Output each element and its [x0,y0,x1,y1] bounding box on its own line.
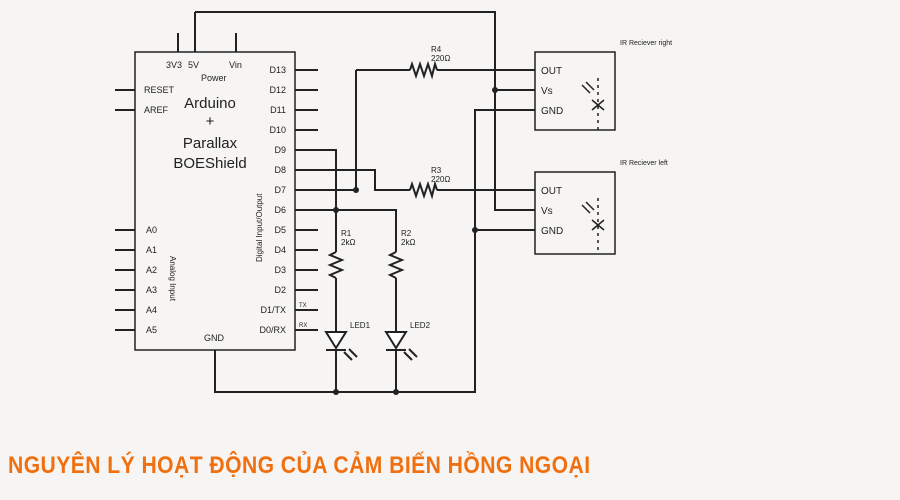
ir-left-gnd: GND [541,226,563,237]
r3-name: R3 [431,166,442,175]
pin-d1-tx: D1/TX [260,305,286,315]
led2-label: LED2 [410,321,431,330]
pin-d4: D4 [274,245,286,255]
pin-aref: AREF [144,105,169,115]
tx-label: TX [299,303,307,309]
ir-right-title: IR Reciever right [620,40,672,47]
ir-left-out: OUT [541,186,562,197]
r2-value: 2kΩ [401,238,415,247]
pin-d11: D11 [270,105,286,115]
pin-a0: A0 [146,225,157,235]
r1-value: 2kΩ [341,238,355,247]
r2-name: R2 [401,229,412,238]
ir-right-gnd: GND [541,106,563,117]
pin-d7: D7 [274,185,286,195]
pin-d12: D12 [269,85,286,95]
rx-label: RX [299,323,307,329]
wires [115,11,616,393]
ir-right-vs: Vs [541,86,553,97]
junction-dots [333,87,498,395]
arduino-title-2: + [206,113,215,130]
pin-reset: RESET [144,85,175,95]
power-pin-3v3: 3V3 [166,60,182,70]
r4-name: R4 [431,45,442,54]
ir-right-out: OUT [541,66,562,77]
r3-value: 220Ω [431,175,450,184]
ir-left-vs: Vs [541,206,553,217]
pin-a5: A5 [146,325,157,335]
pin-a3: A3 [146,285,157,295]
pin-d13: D13 [269,65,286,75]
circuit-schematic: Arduino + Parallax BOEShield 3V3 5V Vin … [115,11,672,395]
power-pin-5v: 5V [188,60,199,70]
ir-receiver-right-box [534,51,616,131]
pin-d6: D6 [274,205,286,215]
pin-a2: A2 [146,265,157,275]
r1-name: R1 [341,229,352,238]
arduino-title-4: BOEShield [173,155,246,172]
page-caption: NGUYÊN LÝ HOẠT ĐỘNG CỦA CẢM BIẾN HỒNG NG… [8,452,591,479]
pin-d0-rx: D0/RX [259,325,286,335]
ir-receiver-left-box [534,171,616,255]
arduino-title-1: Arduino [184,95,236,112]
analog-input-label: Analog Input [168,256,177,302]
pin-d8: D8 [274,165,286,175]
pin-d10: D10 [269,125,286,135]
pin-d5: D5 [274,225,286,235]
power-pin-vin: Vin [229,60,242,70]
led1-label: LED1 [350,321,371,330]
pin-d9: D9 [274,145,286,155]
power-label: Power [201,73,227,83]
arduino-title-3: Parallax [183,135,238,152]
ir-left-title: IR Reciever left [620,160,668,167]
pin-d3: D3 [274,265,286,275]
pin-a1: A1 [146,245,157,255]
arduino-gnd-label: GND [204,333,225,343]
pin-a4: A4 [146,305,157,315]
pin-d2: D2 [274,285,286,295]
r4-value: 220Ω [431,54,450,63]
digital-io-label: Digital Input/Output [255,193,264,262]
